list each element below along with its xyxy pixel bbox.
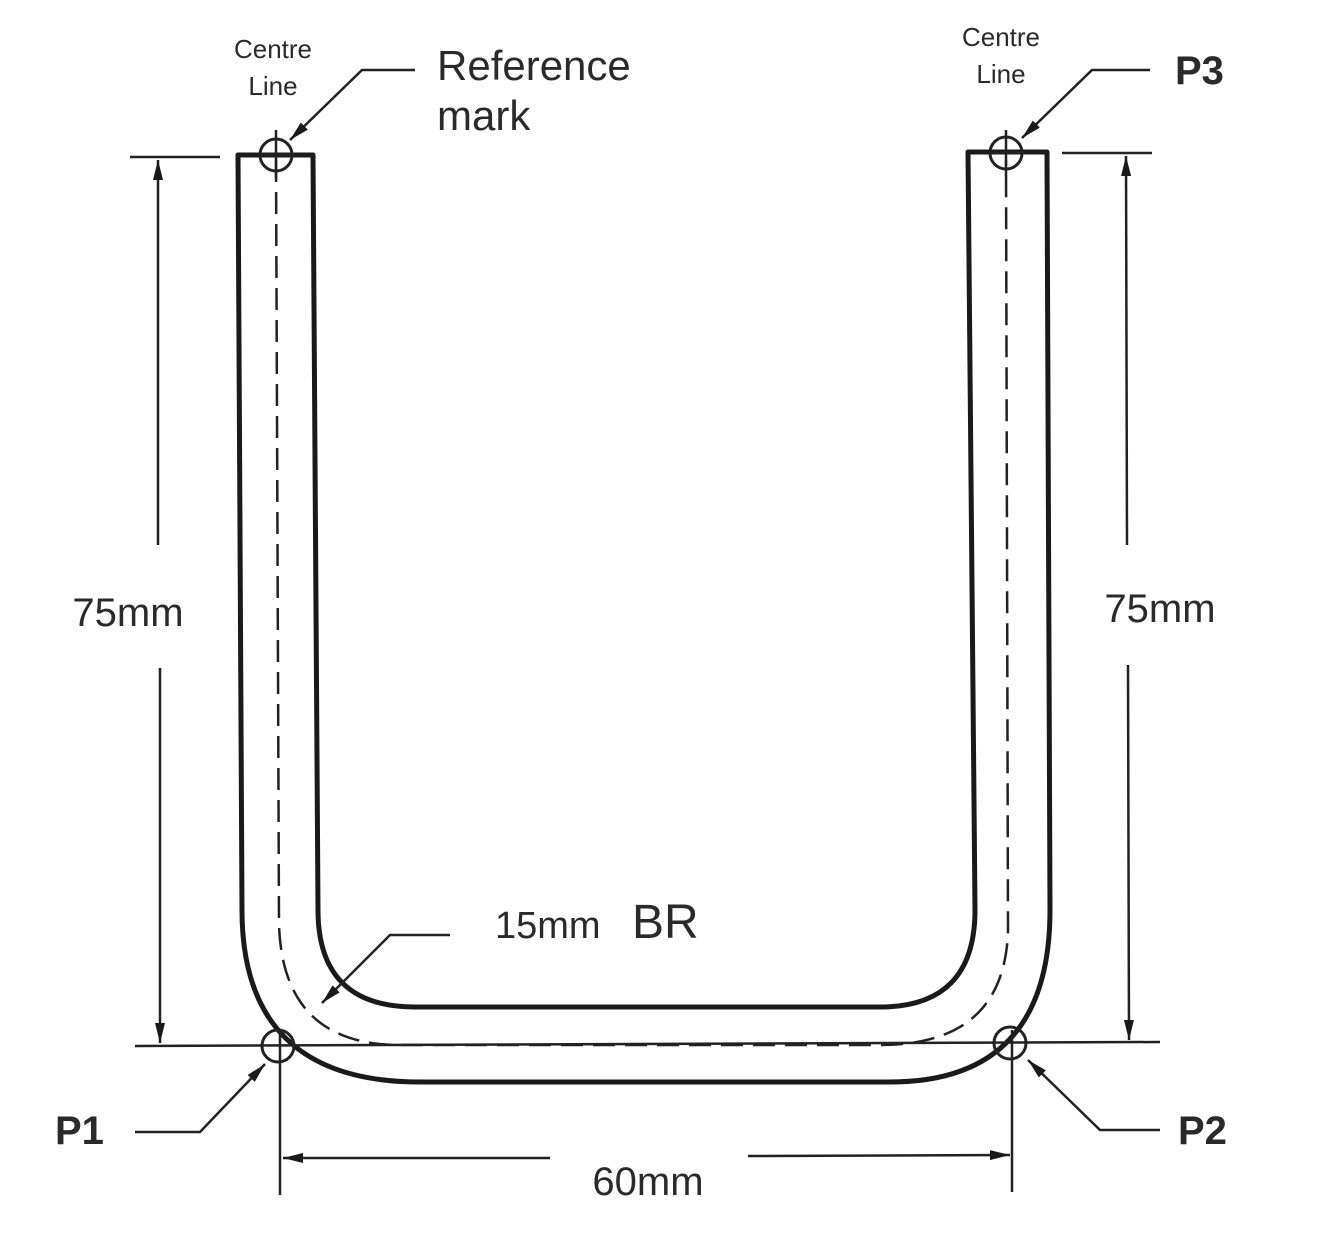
centre-line-left-label-1: Centre: [234, 34, 312, 64]
bend-radius-unit: BR: [632, 896, 699, 949]
right-height-dimension: [1121, 155, 1134, 1041]
reference-mark-label-2: mark: [437, 92, 531, 139]
reference-mark-label-1: Reference: [437, 42, 631, 89]
left-height-dimension: [153, 160, 165, 1043]
width-dimension: [283, 1150, 1011, 1163]
bend-radius-value: 15mm: [495, 905, 601, 947]
p2-label: P2: [1178, 1109, 1227, 1153]
left-height-label: 75mm: [72, 591, 183, 635]
width-label: 60mm: [592, 1160, 703, 1204]
tube-outline: [235, 149, 1053, 1085]
leader-lines: [135, 68, 1160, 1134]
right-height-label: 75mm: [1104, 587, 1215, 631]
centre-line-right-label-2: Line: [976, 59, 1025, 89]
centre-line-right-label-1: Centre: [962, 22, 1040, 52]
centre-line-left-label-2: Line: [248, 71, 297, 101]
p3-label: P3: [1175, 49, 1224, 93]
reference-mark-icon: [258, 130, 294, 178]
p3-mark-icon: [988, 130, 1024, 176]
extension-lines: [130, 151, 1161, 1195]
p1-label: P1: [55, 1109, 104, 1153]
